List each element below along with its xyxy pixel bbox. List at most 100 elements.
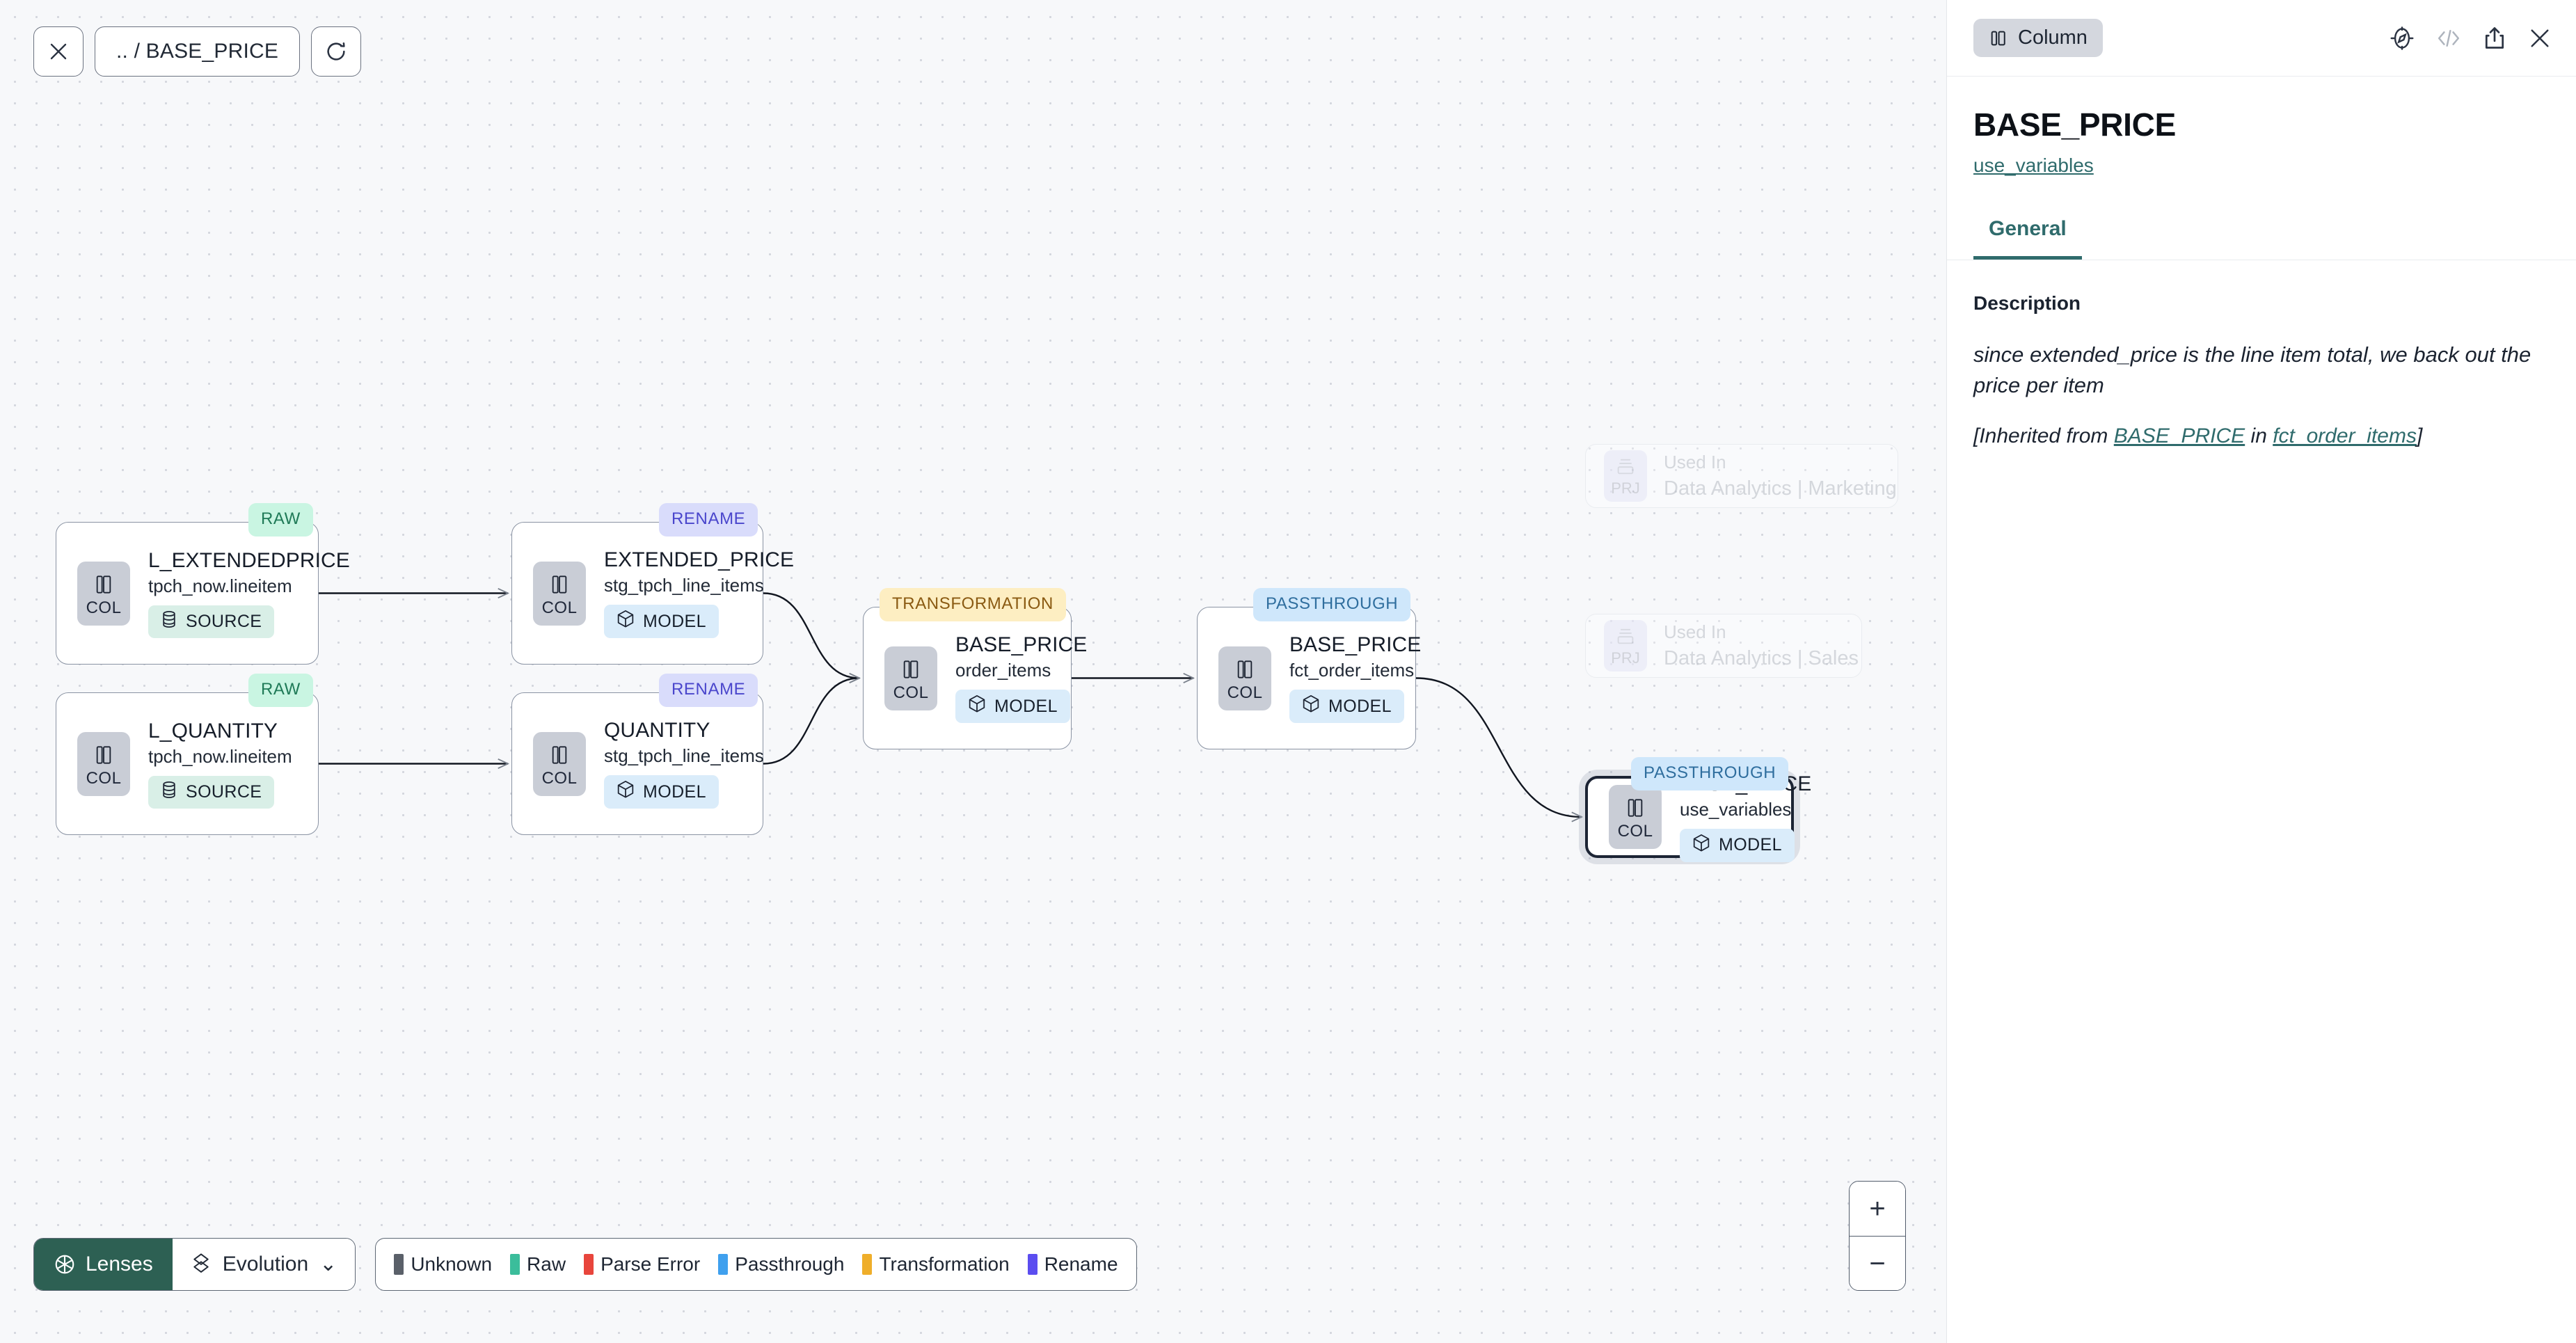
- explore-button[interactable]: [2390, 26, 2415, 51]
- cube-icon: [617, 610, 635, 633]
- legend-label: Raw: [527, 1253, 566, 1275]
- node-type-badge: COL: [533, 561, 586, 626]
- project-icon: [1616, 456, 1635, 480]
- node-subtitle: tpch_now.lineitem: [148, 575, 292, 596]
- node-title: L_QUANTITY: [148, 719, 278, 742]
- layers-icon: [193, 1253, 209, 1273]
- inherited-column-link[interactable]: BASE_PRICE: [2113, 424, 2245, 448]
- zoom-out-button[interactable]: −: [1850, 1236, 1905, 1290]
- cube-icon: [1302, 694, 1320, 718]
- evolution-dropdown[interactable]: Evolution ⌄: [172, 1239, 356, 1290]
- node-title: L_EXTENDEDPRICE: [148, 548, 350, 572]
- column-icon: [550, 741, 569, 769]
- compass-icon: [2390, 26, 2414, 50]
- used-in-project-name: Data Analytics | Marketing: [1664, 477, 1897, 500]
- legend-swatch: [718, 1254, 729, 1275]
- cube-icon: [968, 694, 986, 718]
- inherited-model-link[interactable]: fct_order_items: [2273, 424, 2417, 448]
- node-title: BASE_PRICE: [955, 633, 1088, 656]
- refresh-button[interactable]: [311, 26, 362, 77]
- ghost-node-used-in-sales[interactable]: PRJ Used In Data Analytics | Sales: [1585, 614, 1862, 678]
- node-chip-model: MODEL: [1680, 828, 1795, 862]
- legend-label: Unknown: [411, 1253, 493, 1275]
- description-section: Description since extended_price is the …: [1947, 260, 2576, 448]
- node-title: BASE_PRICE: [1680, 772, 1812, 795]
- node-chip-model: MODEL: [1289, 690, 1404, 723]
- database-icon: [161, 610, 177, 633]
- node-type-badge: COL: [77, 561, 130, 626]
- node-kind-label: COL: [541, 598, 578, 617]
- zoom-in-button[interactable]: +: [1850, 1182, 1905, 1236]
- close-panel-button[interactable]: [2527, 26, 2552, 51]
- lenses-label: Lenses: [86, 1253, 153, 1276]
- node-chip-source: SOURCE: [148, 775, 275, 809]
- column-icon: [1991, 31, 2005, 45]
- node-kind-label: COL: [541, 768, 578, 788]
- legend-swatch: [510, 1254, 520, 1275]
- cube-icon: [1692, 834, 1710, 857]
- legend-item-unknown[interactable]: Unknown: [394, 1253, 492, 1276]
- code-button[interactable]: [2435, 27, 2462, 49]
- close-icon: [50, 43, 67, 60]
- legend-item-transformation[interactable]: Transformation: [862, 1253, 1010, 1276]
- lens-legend: Unknown Raw Parse Error Passthrough Transfor…: [375, 1238, 1137, 1291]
- node-subtitle: use_variables: [1680, 798, 1792, 820]
- legend-label: Rename: [1044, 1253, 1118, 1275]
- used-in-project-name: Data Analytics | Sales: [1664, 647, 1859, 669]
- column-icon: [1625, 794, 1645, 822]
- inherited-middle: in: [2245, 424, 2273, 448]
- inherited-prefix: [Inherited from: [1973, 424, 2114, 448]
- node-chip-label: MODEL: [643, 611, 706, 631]
- node-type-badge: COL: [533, 731, 586, 796]
- lineage-canvas[interactable]: .. / BASE_PRICE COL L_EXTENDEDPRICE tpch_n…: [0, 0, 1946, 1343]
- entity-type-pill[interactable]: Column: [1973, 19, 2103, 57]
- node-subtitle: fct_order_items: [1289, 660, 1415, 681]
- column-icon: [901, 655, 921, 683]
- project-type-badge: PRJ: [1604, 450, 1647, 502]
- node-type-badge: COL: [77, 731, 130, 796]
- panel-title-block: BASE_PRICE use_variables: [1947, 77, 2576, 177]
- node-kind-label: COL: [86, 768, 122, 788]
- column-icon: [94, 571, 113, 598]
- share-button[interactable]: [2483, 26, 2506, 51]
- chevron-down-icon: ⌄: [319, 1253, 337, 1276]
- lenses-button[interactable]: Lenses: [34, 1239, 173, 1290]
- project-type-badge: PRJ: [1604, 620, 1647, 672]
- column-icon: [1235, 655, 1255, 683]
- column-icon: [94, 741, 113, 769]
- node-chip-label: MODEL: [643, 781, 706, 802]
- lenses-group: Lenses Evolution ⌄: [33, 1238, 356, 1291]
- tab-general[interactable]: General: [1973, 217, 2082, 260]
- legend-swatch: [862, 1254, 873, 1275]
- legend-item-raw[interactable]: Raw: [510, 1253, 566, 1276]
- zoom-controls: + −: [1849, 1181, 1906, 1291]
- node-title: EXTENDED_PRICE: [604, 548, 795, 571]
- node-chip-label: MODEL: [994, 696, 1058, 716]
- project-icon: [1616, 626, 1635, 650]
- evolution-label: Evolution: [222, 1253, 309, 1276]
- legend-item-rename[interactable]: Rename: [1027, 1253, 1118, 1276]
- legend-item-parse-error[interactable]: Parse Error: [584, 1253, 700, 1276]
- legend-item-passthrough[interactable]: Passthrough: [718, 1253, 844, 1276]
- description-text: since extended_price is the line item to…: [1973, 342, 2531, 398]
- used-in-label: Used In: [1664, 621, 1726, 642]
- ghost-kind-label: PRJ: [1611, 479, 1640, 497]
- breadcrumb[interactable]: .. / BASE_PRICE: [95, 26, 301, 77]
- parent-model-link[interactable]: use_variables: [1973, 154, 2094, 176]
- node-chip-label: SOURCE: [186, 781, 262, 802]
- close-button[interactable]: [33, 26, 84, 77]
- entity-type-label: Column: [2018, 26, 2088, 49]
